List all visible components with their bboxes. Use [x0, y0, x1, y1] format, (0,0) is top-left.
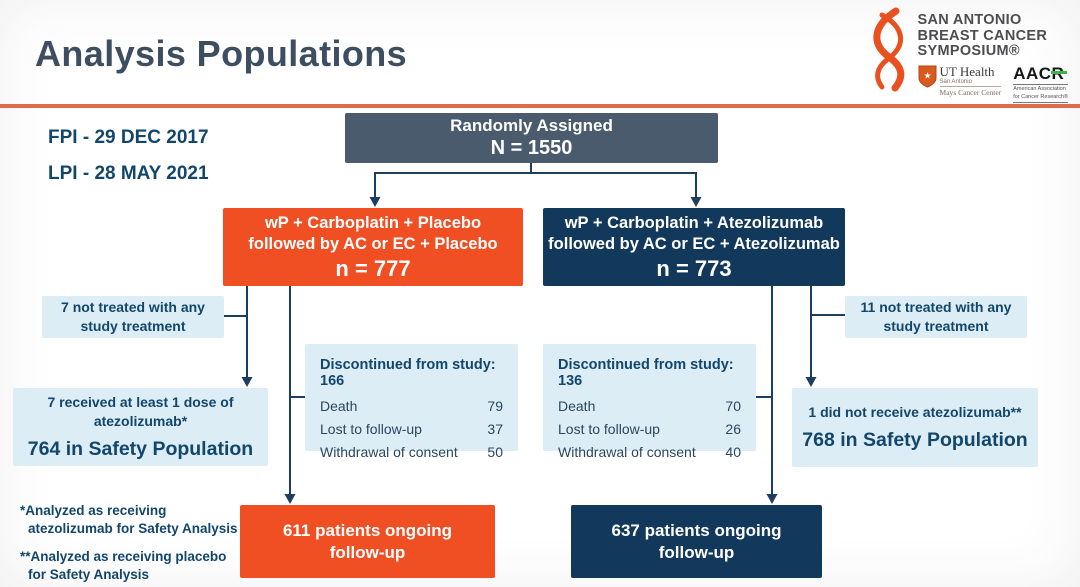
table-row: Lost to follow-up 37 [320, 421, 503, 437]
footnote-line: for Safety Analysis [28, 566, 150, 582]
arm-placebo-line1: wP + Carboplatin + Placebo [264, 213, 482, 232]
footnote-line: **Analyzed as receiving placebo [20, 549, 227, 565]
aacr-subtext: American Association for Cancer Research… [1013, 83, 1068, 104]
uthealth-logo: ★ UT Health San Antonio Mays Cancer Cent… [918, 65, 1002, 98]
safety-population-placebo-box: 7 received at least 1 dose of atezolizum… [13, 388, 268, 466]
not-treated-atezolizumab-line1: 11 not treated with any [860, 299, 1012, 316]
footnote-atezolizumab: *Analyzed as receiving atezolizumab for … [20, 502, 238, 537]
sabcs-logo-text: SAN ANTONIO BREAST CANCER SYMPOSIUM® ★ U… [917, 7, 1068, 104]
ongoing-atezolizumab-line2: follow-up [658, 542, 735, 562]
ongoing-placebo-line1: 611 patients ongoing [282, 521, 453, 541]
safety-atezolizumab-line1: 1 did not receive atezolizumab** [808, 403, 1022, 420]
arm-atezolizumab-line1: wP + Carboplatin + Atezolizumab [564, 213, 824, 232]
safety-placebo-main: 764 in Safety Population [27, 437, 254, 460]
uthealth-center: Mays Cancer Center [939, 86, 1002, 98]
randomly-assigned-n: N = 1550 [490, 137, 573, 160]
aacr-wordmark: AACR [1013, 65, 1068, 82]
footnote-line: atezolizumab for Safety Analysis [28, 520, 238, 536]
sabcs-ribbon-icon [872, 7, 904, 92]
sabcs-logo: SAN ANTONIO BREAST CANCER SYMPOSIUM® ★ U… [862, 7, 1068, 104]
ongoing-atezolizumab-box: 637 patients ongoing follow-up [571, 505, 822, 578]
lpi-date: LPI - 28 MAY 2021 [48, 163, 209, 184]
randomly-assigned-box: Randomly Assigned N = 1550 [345, 113, 718, 163]
uthealth-name: UT Health [939, 63, 995, 79]
svg-text:★: ★ [923, 70, 931, 80]
uthealth-city: San Antonio [939, 78, 972, 85]
row-label: Lost to follow-up [558, 421, 660, 437]
table-row: Withdrawal of consent 40 [558, 444, 741, 460]
discontinued-placebo-box: Discontinued from study: 166 Death 79 Lo… [305, 344, 518, 460]
safety-placebo-line1: 7 received at least 1 dose of [47, 393, 234, 410]
row-label: Lost to follow-up [320, 421, 422, 437]
table-row: Death 70 [558, 398, 741, 414]
aacr-logo: AACR American Association for Cancer Res… [1013, 65, 1068, 104]
header-divider [0, 104, 1080, 108]
row-value: 37 [487, 421, 503, 437]
arm-placebo-line2: followed by AC or EC + Placebo [248, 235, 498, 254]
row-value: 70 [725, 398, 741, 414]
not-treated-atezolizumab-box: 11 not treated with any study treatment [845, 296, 1027, 338]
footnotes: *Analyzed as receiving atezolizumab for … [20, 502, 238, 587]
arm-atezolizumab-box: wP + Carboplatin + Atezolizumab followed… [543, 208, 845, 286]
row-value: 40 [725, 444, 741, 460]
aacr-green-dash [1051, 70, 1067, 75]
discontinued-placebo-title: Discontinued from study: 166 [320, 357, 496, 389]
safety-atezolizumab-main: 768 in Safety Population [802, 428, 1028, 451]
not-treated-placebo-line2: study treatment [80, 318, 186, 334]
row-label: Death [320, 398, 358, 414]
table-row: Lost to follow-up 26 [558, 421, 741, 437]
arm-atezolizumab-line2: followed by AC or EC + Atezolizumab [548, 235, 840, 254]
study-dates: FPI - 29 DEC 2017 LPI - 28 MAY 2021 [48, 127, 209, 199]
ongoing-atezolizumab-line1: 637 patients ongoing [611, 521, 782, 541]
not-treated-placebo-line1: 7 not treated with any [61, 299, 205, 316]
partner-logos: ★ UT Health San Antonio Mays Cancer Cent… [918, 65, 1068, 104]
footnote-placebo: **Analyzed as receiving placebo for Safe… [20, 548, 238, 583]
logo-line-1: SAN ANTONIO [917, 12, 1022, 28]
discontinued-atezolizumab-title: Discontinued from study: 136 [558, 357, 734, 389]
logo-line-2: BREAST CANCER [917, 27, 1048, 44]
row-label: Withdrawal of consent [320, 444, 458, 460]
arm-placebo-n: n = 777 [335, 255, 411, 281]
table-row: Death 79 [320, 398, 503, 414]
fpi-date: FPI - 29 DEC 2017 [48, 127, 209, 148]
not-treated-atezolizumab-line2: study treatment [883, 318, 989, 334]
safety-population-atezolizumab-box: 1 did not receive atezolizumab** 768 in … [792, 388, 1038, 467]
arm-atezolizumab-n: n = 773 [656, 255, 732, 281]
uthealth-shield-icon: ★ [918, 65, 937, 88]
row-label: Withdrawal of consent [558, 444, 696, 460]
row-label: Death [558, 398, 596, 414]
arm-placebo-box: wP + Carboplatin + Placebo followed by A… [223, 208, 523, 286]
discontinued-atezolizumab-box: Discontinued from study: 136 Death 70 Lo… [543, 344, 756, 460]
not-treated-placebo-box: 7 not treated with any study treatment [42, 296, 224, 338]
ongoing-placebo-line2: follow-up [329, 542, 406, 562]
row-value: 26 [725, 421, 741, 437]
page-title: Analysis Populations [35, 33, 408, 74]
ongoing-placebo-box: 611 patients ongoing follow-up [240, 505, 495, 578]
randomly-assigned-label: Randomly Assigned [450, 115, 613, 135]
row-value: 50 [487, 444, 503, 460]
footnote-line: *Analyzed as receiving [20, 503, 167, 518]
logo-line-3: SYMPOSIUM® [917, 43, 1020, 60]
row-value: 79 [487, 398, 503, 414]
table-row: Withdrawal of consent 50 [320, 444, 503, 460]
safety-placebo-line2: atezolizumab* [93, 412, 188, 429]
